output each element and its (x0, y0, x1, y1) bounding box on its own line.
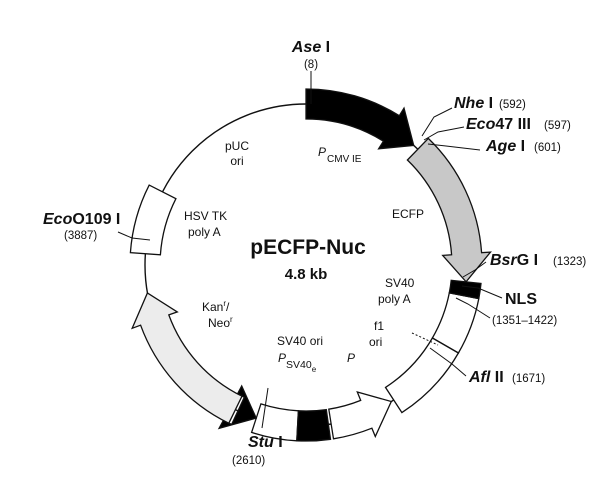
site-nhe-label: Nhe I (454, 95, 493, 112)
p-small-label: P (347, 351, 355, 365)
site-eco0109-position: (3887) (64, 230, 97, 242)
feature-layer (129, 88, 492, 442)
site-eco47-position: (597) (544, 120, 571, 132)
neo-label: Neor (208, 315, 233, 330)
site-stu-position: (2610) (232, 455, 265, 467)
site-bsrg-label: BsrG I (490, 252, 538, 269)
sv40-polya-label-2: poly A (378, 292, 411, 306)
plasmid-name: pECFP-Nuc (250, 236, 366, 259)
site-ase-label: Ase I (291, 39, 330, 56)
age-leader (427, 143, 481, 151)
site-age-position: (601) (534, 142, 561, 154)
bsrg-leader (462, 261, 487, 278)
f1-dash (411, 332, 439, 346)
nls-label: NLS (505, 291, 537, 308)
kan-neo-arrow (131, 292, 243, 425)
site-bsrg-position: (1323) (553, 256, 586, 268)
afl-leader (429, 347, 467, 377)
neo-box-right (296, 408, 332, 442)
plasmid-size: 4.8 kb (285, 266, 328, 283)
kan-label: Kanr/ (202, 299, 230, 314)
hsv-polya-label: poly A (188, 225, 221, 239)
sv40-ori-label: SV40 ori (277, 334, 323, 348)
pcmv-label: PCMV IE (318, 145, 362, 165)
eco47-leader (423, 126, 465, 141)
eco0109-leader (117, 231, 151, 241)
nls-range: (1351–1422) (492, 315, 557, 327)
site-age-label: Age I (485, 138, 525, 155)
sv40-polya-label-1: SV40 (385, 276, 415, 290)
site-ase-position: (8) (304, 59, 318, 71)
nls-leader-1 (461, 285, 503, 299)
site-afl-position: (1671) (512, 373, 545, 385)
site-eco0109-label: EcoO109 I (43, 211, 120, 228)
stu-leader (261, 387, 269, 429)
f1-ori-label: ori (369, 335, 382, 349)
site-afl-label: Afl II (468, 369, 504, 386)
site-nhe-position: (592) (499, 99, 526, 111)
f1-ori-box (384, 337, 460, 414)
psv40-label: PSV40e (278, 351, 317, 374)
f1-label: f1 (374, 319, 384, 333)
hsv-tk-polya-box (129, 184, 177, 256)
nls-leader-2 (455, 297, 491, 319)
puc-ori-label: ori (230, 154, 243, 168)
pcmv-arrow (305, 88, 415, 150)
site-eco47-label: Eco47 III (466, 116, 531, 133)
nhe-leader (421, 107, 453, 137)
hsv-tk-label: HSV TK (184, 209, 227, 223)
leader-lines (117, 71, 503, 429)
f1-promoter-arrow (328, 391, 393, 440)
puc-label: pUC (225, 139, 249, 153)
ecfp-label: ECFP (392, 207, 424, 221)
site-stu-label: Stu I (248, 434, 283, 451)
